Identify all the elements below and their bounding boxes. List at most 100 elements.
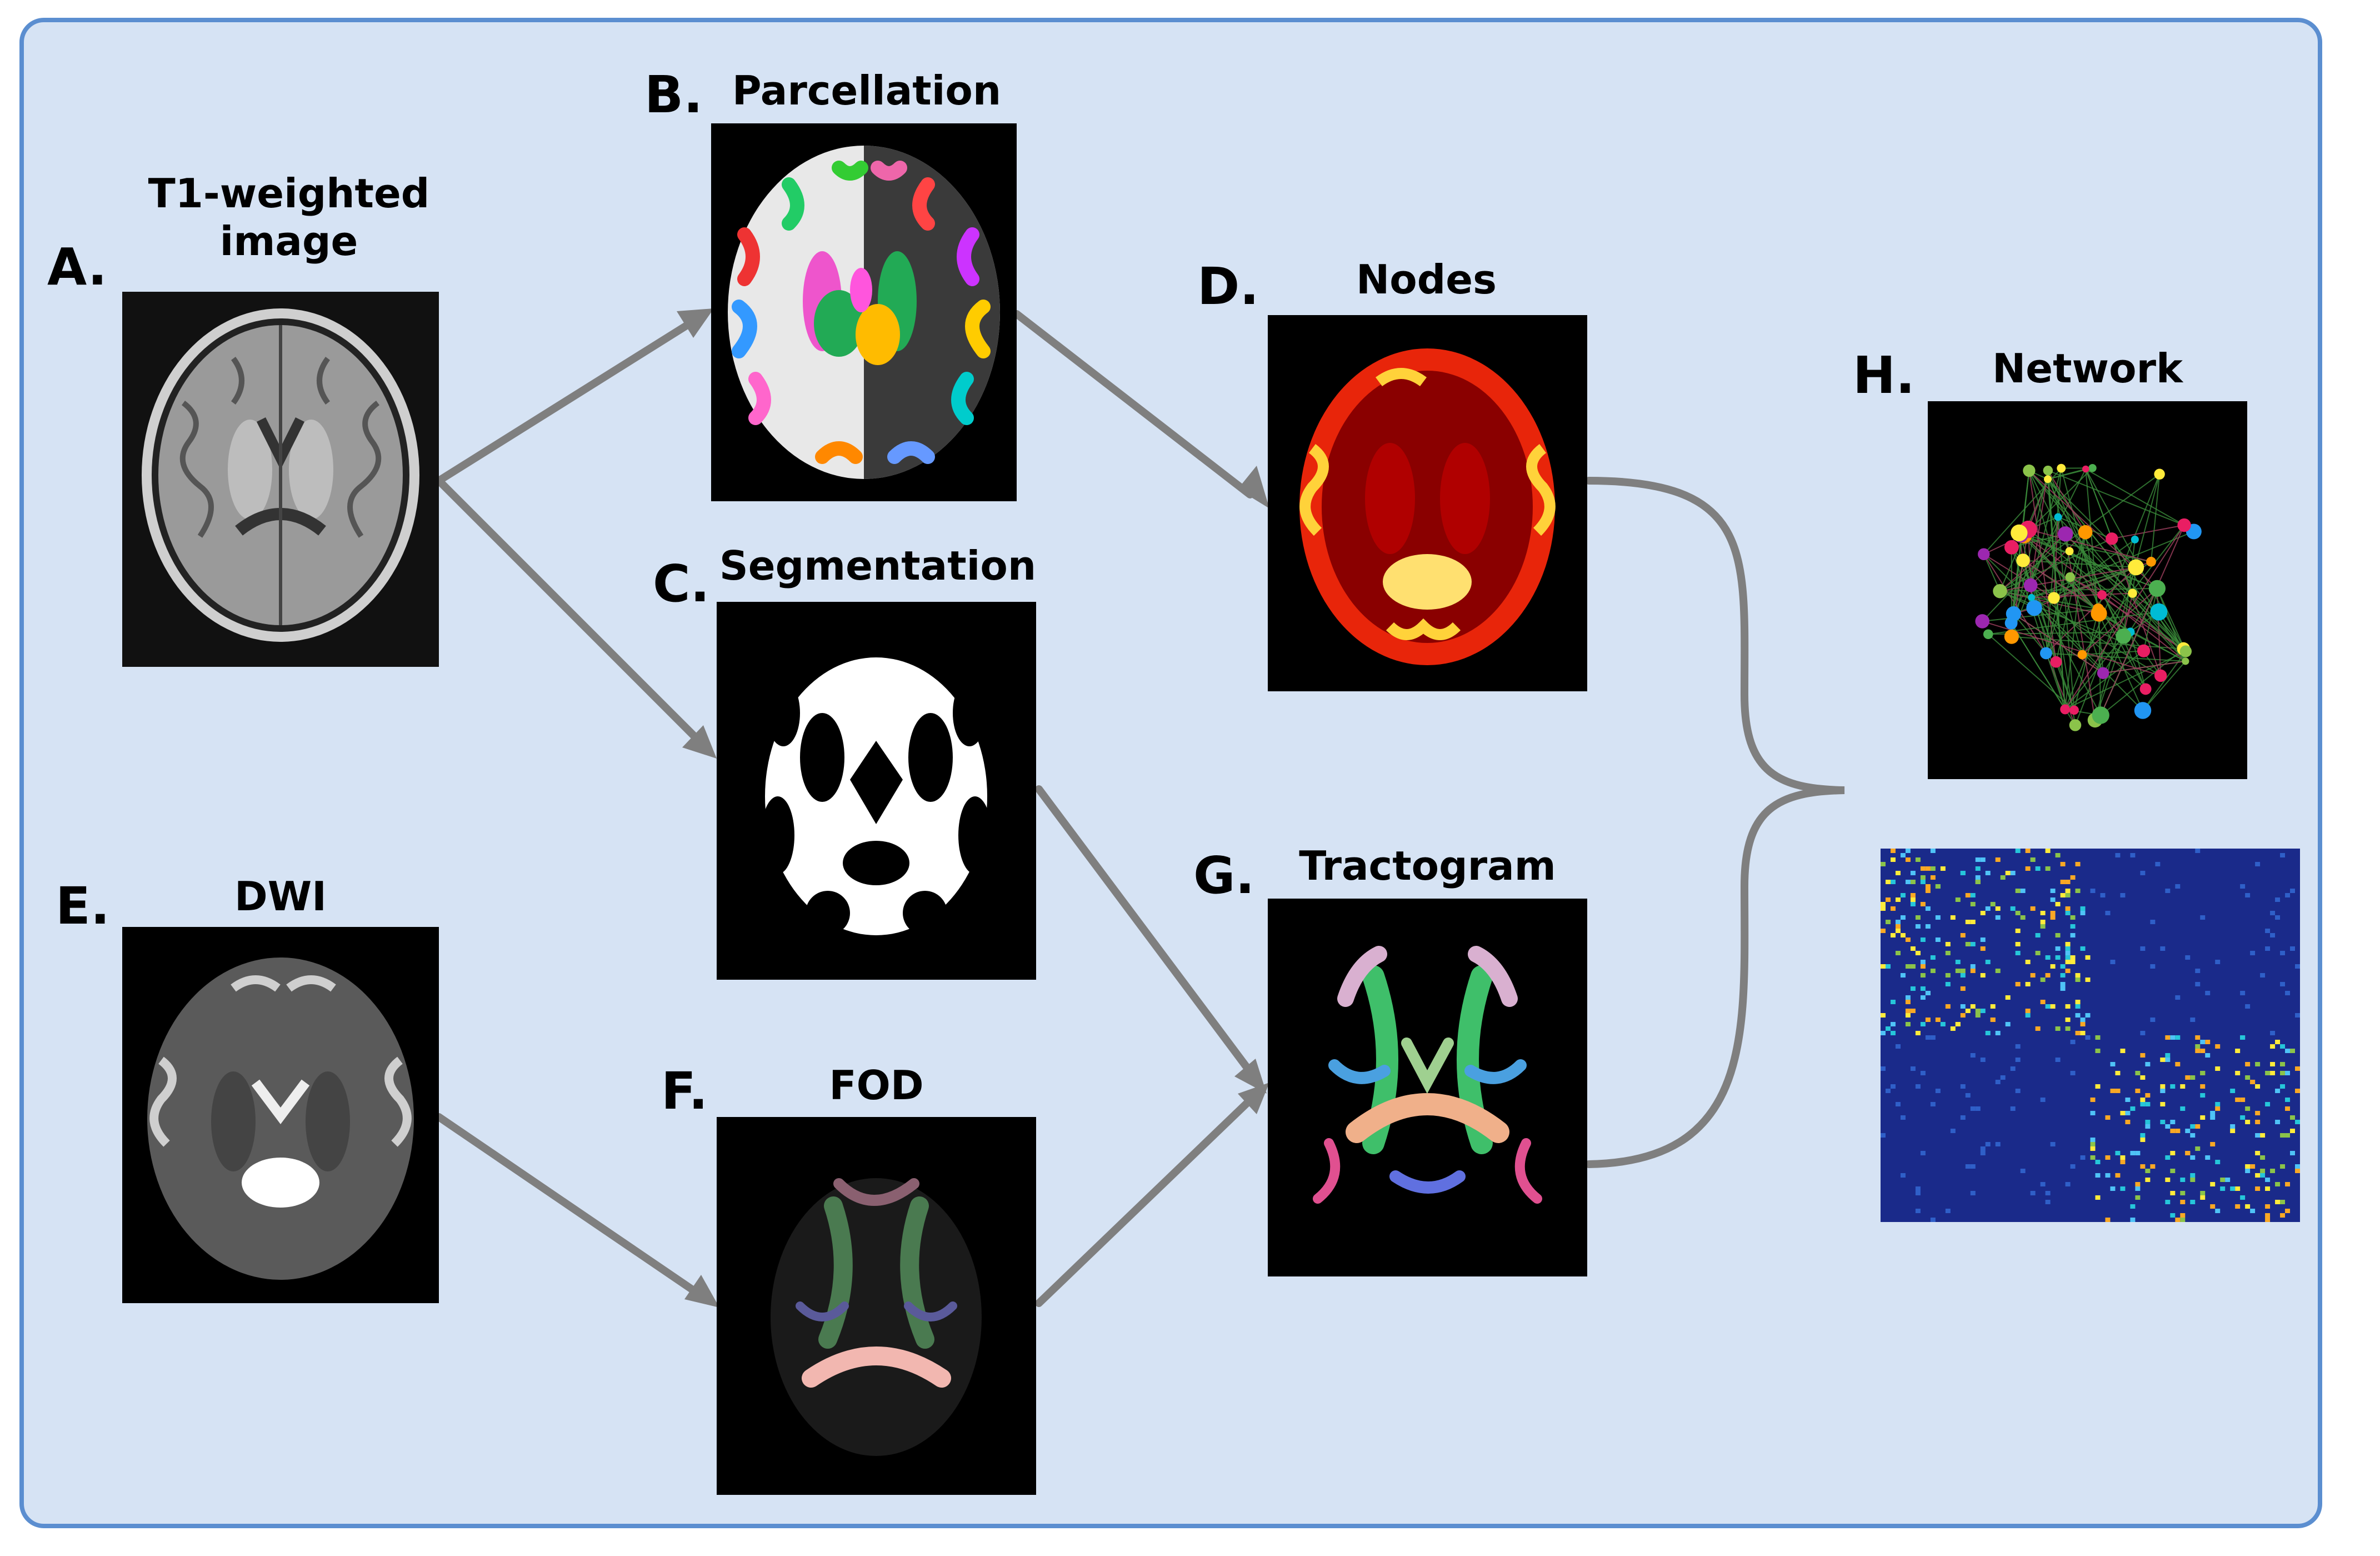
matrix-cell — [2285, 1182, 2291, 1186]
network-edge — [2082, 588, 2158, 655]
matrix-cell — [2200, 1040, 2206, 1044]
matrix-cell — [2060, 893, 2066, 897]
matrix-cell — [2005, 1022, 2011, 1026]
matrix-cell — [2260, 1173, 2266, 1178]
network-edge — [2069, 577, 2104, 674]
matrix-cell — [2115, 1173, 2121, 1178]
matrix-cell — [2235, 1186, 2241, 1191]
matrix-cell — [2265, 1071, 2271, 1075]
network-edge — [2047, 470, 2184, 526]
network-edge — [2156, 588, 2162, 676]
matrix-cell — [1965, 942, 1971, 946]
network-node — [2088, 464, 2097, 472]
matrix-cell — [1965, 920, 1971, 924]
network-node — [2116, 628, 2132, 644]
tractogram-brain-map-icon — [1268, 899, 1587, 1276]
matrix-cell — [2165, 1058, 2171, 1062]
matrix-cell — [2255, 1151, 2261, 1155]
matrix-cell — [2130, 1106, 2136, 1111]
matrix-cell — [2135, 1182, 2141, 1186]
matrix-cell — [1890, 1084, 1896, 1089]
matrix-cell — [1960, 969, 1966, 973]
matrix-cell — [2095, 1195, 2101, 1200]
network-edge — [2023, 535, 2152, 562]
matrix-cell — [1885, 964, 1891, 969]
matrix-cell — [2250, 1209, 2256, 1213]
matrix-cell — [2160, 1089, 2166, 1093]
panel-letter-g: G. — [1193, 846, 1255, 905]
network-edge — [2064, 473, 2161, 710]
matrix-cell — [2255, 1120, 2261, 1124]
matrix-cell — [2265, 1204, 2271, 1209]
matrix-cell — [2110, 960, 2116, 964]
diagram-frame — [19, 18, 2322, 1528]
matrix-cell — [2065, 906, 2071, 911]
matrix-cell — [1965, 1009, 1971, 1013]
matrix-cell — [2070, 955, 2076, 960]
network-node — [2011, 524, 2028, 542]
matrix-cell — [1975, 1106, 1981, 1111]
matrix-cell — [1881, 1066, 1886, 1071]
matrix-cell — [2125, 1111, 2131, 1115]
matrix-cell — [2180, 1218, 2186, 1222]
matrix-cell — [1930, 1035, 1936, 1040]
matrix-cell — [2085, 978, 2091, 982]
matrix-cell — [2215, 1209, 2221, 1213]
network-edge — [2046, 652, 2186, 662]
matrix-cell — [2050, 897, 2056, 902]
matrix-cell — [2195, 1146, 2201, 1151]
matrix-cell — [1920, 880, 1926, 884]
matrix-cell — [1900, 853, 1906, 857]
matrix-cell — [2130, 1151, 2136, 1155]
network-edge — [2112, 525, 2184, 540]
matrix-cell — [1900, 1173, 1906, 1178]
matrix-cell — [2240, 991, 2246, 995]
matrix-cell — [2015, 982, 2021, 986]
panel-letter-b: B. — [644, 65, 703, 124]
matrix-cell — [2290, 946, 2296, 951]
network-node — [2154, 468, 2165, 480]
matrix-cell — [2130, 1204, 2136, 1209]
matrix-cell — [1885, 897, 1891, 902]
matrix-cell — [2280, 1062, 2286, 1066]
network-node — [2057, 463, 2066, 473]
matrix-cell — [1970, 1004, 1976, 1009]
matrix-cell — [2190, 1200, 2196, 1204]
matrix-cell — [1881, 964, 1886, 969]
matrix-cell — [2065, 942, 2071, 946]
matrix-cell — [1905, 937, 1911, 942]
matrix-cell — [2065, 880, 2071, 884]
network-node — [2016, 553, 2030, 567]
matrix-cell — [1975, 875, 1981, 880]
panel-title-network: Network — [1992, 345, 2183, 392]
matrix-cell — [1881, 862, 1886, 866]
matrix-cell — [1950, 1026, 1956, 1031]
matrix-cell — [2150, 1164, 2156, 1169]
network-node — [1975, 614, 1990, 629]
matrix-cell — [2095, 1084, 2101, 1089]
matrix-cell — [2270, 1062, 2276, 1066]
matrix-cell — [2205, 1053, 2211, 1058]
matrix-cell — [1930, 866, 1936, 871]
matrix-cell — [1945, 951, 1951, 955]
network-edge — [2085, 468, 2185, 526]
matrix-cell — [1970, 1191, 1976, 1195]
panel-title-fod: FOD — [829, 1062, 924, 1109]
matrix-cell — [2280, 853, 2286, 857]
matrix-cell — [1920, 973, 1926, 978]
matrix-cell — [2270, 911, 2276, 915]
matrix-cell — [1995, 969, 2001, 973]
matrix-cell — [2215, 1160, 2221, 1164]
matrix-cell — [1960, 933, 1966, 937]
matrix-cell — [2065, 889, 2071, 893]
matrix-cell — [2075, 1013, 2081, 1018]
matrix-cell — [1905, 1009, 1911, 1013]
matrix-cell — [1955, 897, 1961, 902]
matrix-cell — [2200, 1049, 2206, 1053]
matrix-cell — [2230, 1129, 2236, 1133]
network-edge — [2150, 474, 2161, 562]
network-edge — [1982, 533, 2066, 622]
network-node — [2050, 656, 2062, 668]
matrix-cell — [2035, 933, 2041, 937]
matrix-cell — [1900, 1115, 1906, 1120]
